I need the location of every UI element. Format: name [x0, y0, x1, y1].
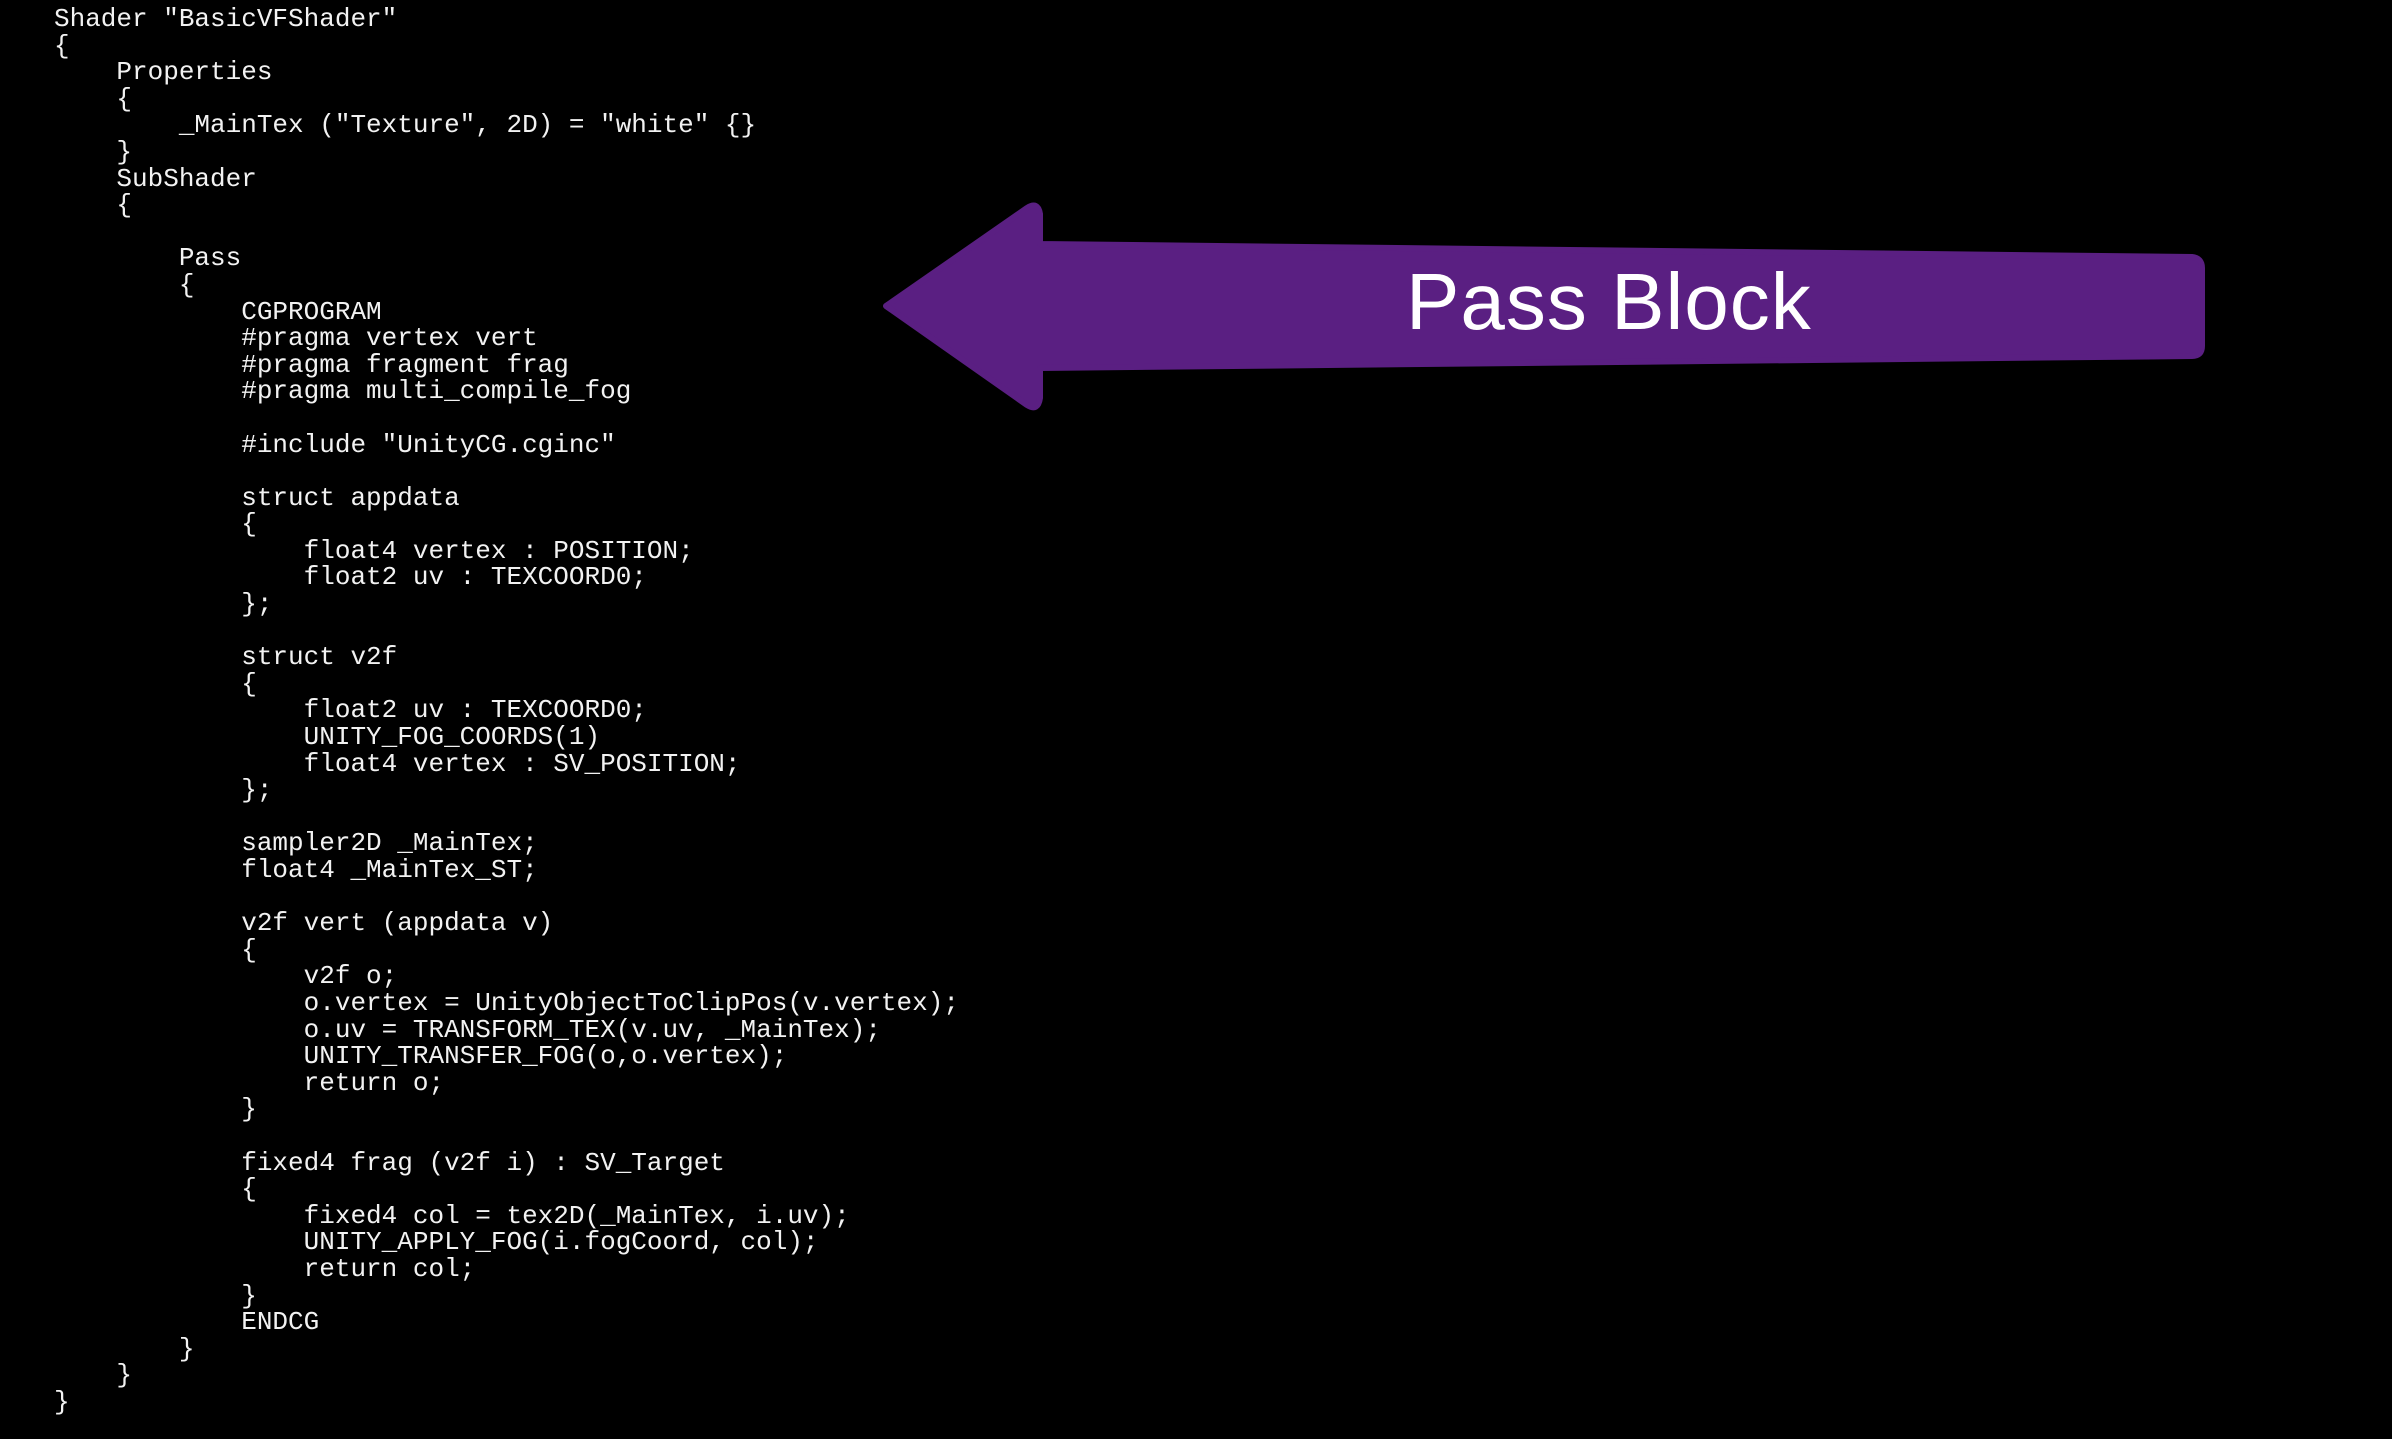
code-line: struct v2f — [54, 642, 398, 673]
code-line: Shader "BasicVFShader" — [54, 4, 398, 34]
code-line: Properties — [54, 57, 273, 88]
code-line: }; — [54, 589, 273, 620]
code-line: UNITY_FOG_COORDS(1) — [54, 722, 601, 753]
code-line: } — [54, 1360, 133, 1391]
code-line: { — [54, 190, 133, 221]
code-line: { — [54, 1174, 257, 1205]
code-line: _MainTex ("Texture", 2D) = "white" {} — [54, 110, 757, 141]
code-line — [54, 458, 959, 485]
code-line — [54, 219, 959, 246]
code-line: UNITY_TRANSFER_FOG(o,o.vertex); — [54, 1041, 788, 1072]
code-line: } — [54, 1094, 257, 1125]
shader-code-listing: Shader "BasicVFShader"{ Properties { _Ma… — [54, 6, 959, 1415]
code-line — [54, 618, 959, 645]
code-line: } — [54, 1333, 195, 1364]
code-line: sampler2D _MainTex; — [54, 828, 538, 859]
code-line: } — [54, 1280, 257, 1311]
code-line — [54, 405, 959, 432]
code-line: UNITY_APPLY_FOG(i.fogCoord, col); — [54, 1227, 819, 1258]
code-line: v2f vert (appdata v) — [54, 908, 554, 939]
code-line: { — [54, 269, 195, 300]
code-line: return o; — [54, 1067, 445, 1098]
code-line: float4 vertex : POSITION; — [54, 535, 694, 566]
code-line: o.vertex = UnityObjectToClipPos(v.vertex… — [54, 987, 959, 1018]
code-line: fixed4 col = tex2D(_MainTex, i.uv); — [54, 1200, 850, 1231]
code-line: { — [54, 668, 257, 699]
code-line: return col; — [54, 1253, 476, 1284]
code-line: CGPROGRAM — [54, 296, 382, 327]
code-line — [54, 884, 959, 911]
code-line: }; — [54, 775, 273, 806]
code-line: { — [54, 509, 257, 540]
code-line: float4 _MainTex_ST; — [54, 855, 538, 885]
callout-label: Pass Block — [1406, 257, 1812, 346]
code-line: #pragma fragment frag — [54, 349, 569, 380]
code-line — [54, 804, 959, 831]
code-line: #include "UnityCG.cginc" — [54, 429, 616, 460]
code-line: fixed4 frag (v2f i) : SV_Target — [54, 1147, 725, 1178]
code-line: float2 uv : TEXCOORD0; — [54, 562, 647, 593]
code-line — [54, 1123, 959, 1150]
code-line: { — [54, 934, 257, 965]
code-line: #pragma multi_compile_fog — [54, 376, 632, 407]
code-line: { — [54, 83, 133, 114]
code-line: } — [54, 136, 133, 167]
code-line: struct appdata — [54, 482, 460, 513]
code-line: } — [54, 1386, 70, 1417]
code-line: float2 uv : TEXCOORD0; — [54, 695, 647, 726]
code-line: ENDCG — [54, 1307, 320, 1338]
code-line: #pragma vertex vert — [54, 323, 538, 354]
code-line: float4 vertex : SV_POSITION; — [54, 748, 741, 779]
code-line: SubShader — [54, 163, 257, 194]
code-line: o.uv = TRANSFORM_TEX(v.uv, _MainTex); — [54, 1014, 881, 1045]
code-line: { — [54, 30, 70, 61]
code-line: Pass — [54, 243, 242, 274]
code-line: v2f o; — [54, 961, 398, 992]
